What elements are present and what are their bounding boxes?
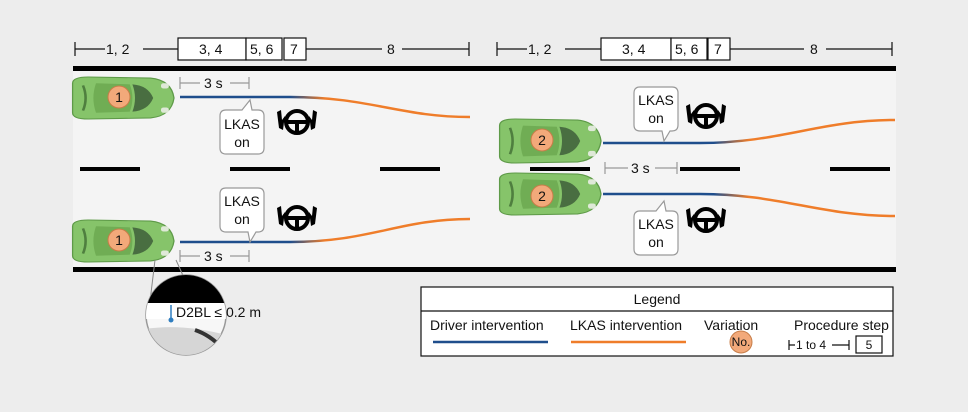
speech-bubble-icon: LKAS on [219,187,265,244]
time-bracket: 3 s [179,75,250,91]
svg-text:3 s: 3 s [204,75,223,91]
legend: Legend Driver intervention LKAS interven… [420,286,894,357]
road-edge-bottom [73,267,896,272]
bubble-text-line2: on [648,234,664,250]
procedure-bar-right: 1, 2 3, 4 5, 6 7 8 [496,37,893,61]
time-bracket: 3 s [604,160,678,176]
variation-marker: 1 [107,228,131,252]
step-box-7: 7 [714,41,722,57]
bubble-text-line2: on [234,211,250,227]
step-label-8: 8 [810,41,818,57]
trajectory-lower-right [603,192,896,218]
speech-bubble-icon: LKAS on [633,86,679,143]
step-box-5-6: 5, 6 [250,41,274,57]
bubble-text-line2: on [234,134,250,150]
bubble-text-line1: LKAS [638,92,674,108]
legend-variation-marker [729,330,753,354]
speech-bubble-icon: LKAS on [219,98,265,155]
svg-text:2: 2 [538,132,546,148]
bubble-text-line1: LKAS [224,193,260,209]
svg-text:3 s: 3 s [204,248,223,264]
svg-text:1: 1 [115,89,123,105]
road-surface [73,69,896,269]
step-label-8: 8 [387,41,395,57]
step-box-7: 7 [290,41,298,57]
step-label-1-2: 1, 2 [528,41,552,57]
d2bl-label: D2BL ≤ 0.2 m [176,304,261,320]
svg-text:2: 2 [538,188,546,204]
variation-marker: 2 [530,184,554,208]
legend-title: Legend [634,291,681,307]
time-bracket: 3 s [179,248,250,264]
step-label-1-2: 1, 2 [106,41,130,57]
bubble-text-line1: LKAS [224,116,260,132]
legend-lkas-label: LKAS intervention [570,317,682,333]
svg-text:1: 1 [115,232,123,248]
legend-procedure-box: 5 [866,338,873,352]
road-edge-top [73,66,896,71]
legend-procedure-range: 1 to 4 [796,338,826,352]
legend-procedure-label: Procedure step [794,317,889,333]
step-box-3-4: 3, 4 [199,41,223,57]
legend-driver-label: Driver intervention [430,317,544,333]
trajectory-top-left [180,95,471,119]
step-box-5-6: 5, 6 [675,41,699,57]
step-box-3-4: 3, 4 [622,41,646,57]
bubble-text-line1: LKAS [638,216,674,232]
bubble-text-line2: on [648,110,664,126]
trajectory-bottom-left [180,217,471,244]
svg-text:3 s: 3 s [631,160,650,176]
legend-variation-symbol: No. [732,335,751,349]
lane-dashes [80,167,890,171]
variation-marker: 2 [530,128,554,152]
variation-marker: 1 [107,85,131,109]
procedure-bar-left: 1, 2 3, 4 5, 6 7 8 [74,37,470,61]
zoom-inset: D2BL ≤ 0.2 m [145,259,261,356]
speech-bubble-icon: LKAS on [633,199,679,256]
legend-variation-label: Variation [704,317,758,333]
trajectory-upper-right [603,118,896,145]
